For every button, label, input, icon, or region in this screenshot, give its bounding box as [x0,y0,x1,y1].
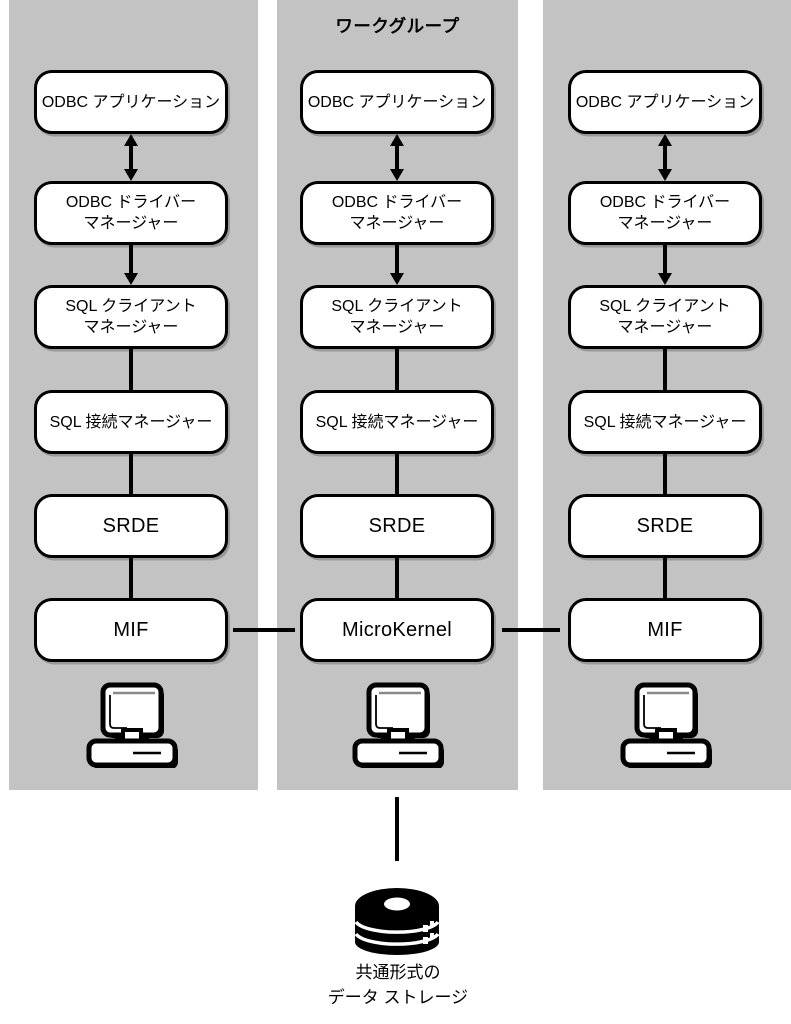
box-microkernel: MicroKernel [300,598,494,662]
box-mif: MIF [568,598,762,662]
computer-icon [617,682,713,768]
database-icon [352,884,442,958]
storage-label: 共通形式の データ ストレージ [327,963,469,1007]
box-odbc-application: ODBC アプリケーション [300,70,494,134]
line-connector [663,558,667,598]
box-odbc-application: ODBC アプリケーション [34,70,228,134]
down-arrow-connector [658,245,672,285]
box-odbc-driver-manager: ODBC ドライバー マネージャー [568,181,762,245]
box-srde: SRDE [300,494,494,558]
line-connector [395,558,399,598]
down-arrow-connector [124,245,138,285]
line-connector [395,454,399,494]
line-connector [129,558,133,598]
double-arrow-connector [390,134,404,181]
storage-line-connector [395,797,399,861]
computer-icon [349,682,445,768]
box-sql-client-manager: SQL クライアント マネージャー [568,285,762,349]
line-connector [395,349,399,390]
workgroup-title: ワークグループ [335,16,460,36]
box-sql-client-manager: SQL クライアント マネージャー [300,285,494,349]
line-connector [129,454,133,494]
box-sql-connection-manager: SQL 接続マネージャー [34,390,228,454]
line-connector [129,349,133,390]
box-sql-connection-manager: SQL 接続マネージャー [300,390,494,454]
horizontal-line-connector [502,628,560,632]
computer-icon [83,682,179,768]
box-sql-client-manager: SQL クライアント マネージャー [34,285,228,349]
line-connector [663,454,667,494]
horizontal-line-connector [233,628,295,632]
box-mif: MIF [34,598,228,662]
double-arrow-connector [124,134,138,181]
down-arrow-connector [390,245,404,285]
box-odbc-application: ODBC アプリケーション [568,70,762,134]
box-srde: SRDE [568,494,762,558]
box-srde: SRDE [34,494,228,558]
line-connector [663,349,667,390]
box-sql-connection-manager: SQL 接続マネージャー [568,390,762,454]
box-odbc-driver-manager: ODBC ドライバー マネージャー [300,181,494,245]
double-arrow-connector [658,134,672,181]
box-odbc-driver-manager: ODBC ドライバー マネージャー [34,181,228,245]
